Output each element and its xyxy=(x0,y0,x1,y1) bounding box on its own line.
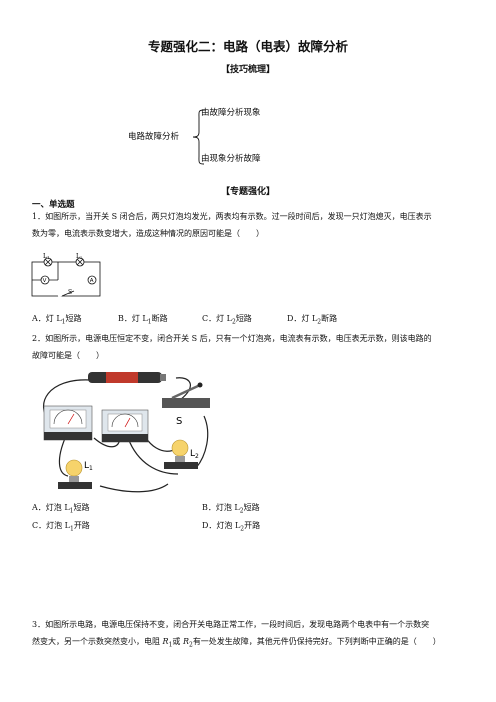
practice-heading: 【专题强化】 xyxy=(220,187,275,197)
skills-heading: 【技巧梳理】 xyxy=(220,65,275,75)
q1-option-a[interactable]: A．灯 L1短路 xyxy=(32,314,82,326)
question-1: 1．如图所示，当开关 S 闭合后，两只灯泡均发光，两表均有示数。过一段时间后，发… xyxy=(32,208,472,242)
q1-circuit-diagram: L1 L2 V A S xyxy=(31,253,101,297)
lamp-1-icon xyxy=(58,459,92,489)
q1-l2-label: L2 xyxy=(76,253,83,260)
lamp-2-icon xyxy=(164,439,198,469)
q1-switch-label: S xyxy=(68,289,72,296)
q2-option-c[interactable]: C．灯泡 L1开路 xyxy=(32,521,90,533)
voltmeter-icon: V xyxy=(43,278,47,284)
mindmap-branch-bottom: 由现象分析故障 xyxy=(201,154,261,164)
ammeter-icon: A xyxy=(90,278,94,284)
q2-line2: 故障可能是（ ） xyxy=(32,351,104,360)
q1-line1: 1．如图所示，当开关 S 闭合后，两只灯泡均发光，两表均有示数。过一段时间后，发… xyxy=(32,212,432,221)
q3-line1: 3．如图所示电路，电源电压保持不变，闭合开关电路正常工作，一段时间后，发现电路两… xyxy=(32,620,430,629)
q2-switch-label: S xyxy=(176,416,182,427)
q2-option-a[interactable]: A．灯泡 L1短路 xyxy=(32,503,90,515)
q2-option-b[interactable]: B．灯泡 L2短路 xyxy=(202,503,260,515)
mindmap: 电路故障分析 由故障分析现象 由现象分析故障 xyxy=(128,106,328,168)
q2-lamp2-label: L2 xyxy=(190,449,199,460)
question-2: 2．如图所示，电源电压恒定不变，闭合开关 S 后，只有一个灯泡亮，电流表有示数，… xyxy=(32,330,472,364)
q1-line2: 数为零，电流表示数变增大，造成这种情况的原因可能是（ ） xyxy=(32,229,264,238)
q2-apparatus-figure: S L1 L2 xyxy=(43,372,210,493)
mindmap-brace xyxy=(192,109,206,165)
page-title: 专题强化二：电路（电表）故障分析 xyxy=(147,39,348,54)
mindmap-branch-top: 由故障分析现象 xyxy=(201,108,261,118)
q1-option-c[interactable]: C．灯 L2短路 xyxy=(202,314,252,326)
q2-option-d[interactable]: D．灯泡 L2开路 xyxy=(202,521,261,533)
question-3: 3．如图所示电路，电源电压保持不变，闭合开关电路正常工作，一段时间后，发现电路两… xyxy=(32,616,472,654)
q2-lamp1-label: L1 xyxy=(84,461,93,472)
q3-line2: 然变大，另一个示数突然变小，电阻 R1或 R2有一处发生故障，其他元件仍保持完好… xyxy=(32,637,441,649)
q1-l1-label: L1 xyxy=(43,253,50,260)
mindmap-root: 电路故障分析 xyxy=(128,132,180,142)
voltmeter-apparatus-icon xyxy=(43,405,93,441)
q1-option-d[interactable]: D．灯 L2断路 xyxy=(287,314,338,326)
q2-line1: 2．如图所示，电源电压恒定不变，闭合开关 S 后，只有一个灯泡亮，电流表有示数，… xyxy=(32,334,432,343)
part-heading: 一、单选题 xyxy=(32,200,75,210)
switch-icon xyxy=(162,382,210,408)
ammeter-apparatus-icon xyxy=(101,409,149,443)
q1-option-b[interactable]: B．灯 L1断路 xyxy=(118,314,168,326)
